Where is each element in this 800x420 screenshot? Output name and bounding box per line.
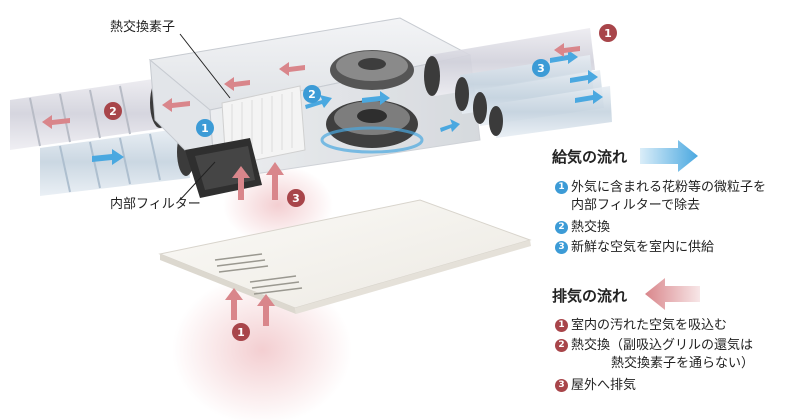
supply-flow-title: 給気の流れ bbox=[552, 148, 628, 166]
svg-text:3: 3 bbox=[537, 62, 545, 75]
svg-text:1: 1 bbox=[237, 326, 245, 339]
supply-item-1-line-2: 内部フィルターで除去 bbox=[571, 198, 700, 213]
svg-text:3: 3 bbox=[292, 192, 300, 205]
svg-text:2: 2 bbox=[109, 105, 117, 118]
exhaust-item-2-line-1: 熱交換（副吸込グリルの還気は bbox=[571, 338, 754, 353]
marker-red-1-bottom: 1 bbox=[232, 323, 250, 341]
marker-red-1-top: 1 bbox=[599, 24, 617, 42]
svg-text:2: 2 bbox=[308, 88, 316, 101]
supply-item-3-line-1: 新鮮な空気を室内に供給 bbox=[571, 240, 715, 255]
supply-item-1: 1 外気に含まれる花粉等の微粒子を 内部フィルターで除去 bbox=[555, 179, 766, 215]
marker-red-2: 3 bbox=[287, 189, 305, 207]
marker-blue-2: 2 bbox=[303, 85, 321, 103]
supply-badge-2: 2 bbox=[555, 221, 568, 234]
heat-exchange-element-label: 熱交換素子 bbox=[110, 20, 176, 35]
svg-text:1: 1 bbox=[604, 27, 612, 40]
exhaust-glow-lower bbox=[172, 275, 352, 420]
exhaust-item-1: 1 室内の汚れた空気を吸込む bbox=[555, 317, 727, 335]
exhaust-item-3-line-1: 屋外へ排気 bbox=[571, 378, 637, 393]
exhaust-item-1-line-1: 室内の汚れた空気を吸込む bbox=[571, 318, 728, 333]
supply-badge-3: 3 bbox=[555, 241, 568, 254]
supply-item-3: 3 新鮮な空気を室内に供給 bbox=[555, 239, 714, 257]
internal-filter-leader-line bbox=[179, 161, 216, 201]
exhaust-badge-1: 1 bbox=[555, 319, 568, 332]
supply-badge-1: 1 bbox=[555, 181, 568, 194]
svg-text:1: 1 bbox=[201, 122, 209, 135]
exhaust-badge-3: 3 bbox=[555, 379, 568, 392]
supply-legend-arrow-icon bbox=[640, 140, 698, 172]
heat-exchange-leader-line bbox=[179, 33, 231, 99]
supply-item-1-line-1: 外気に含まれる花粉等の微粒子を bbox=[571, 180, 767, 195]
ceiling-grille-panel bbox=[158, 199, 532, 314]
exhaust-item-2-line-2: 熱交換素子を通らない） bbox=[611, 356, 755, 371]
exhaust-badge-2: 2 bbox=[555, 339, 568, 352]
marker-blue-1: 1 bbox=[196, 119, 214, 137]
marker-blue-3: 3 bbox=[532, 59, 550, 77]
exhaust-flow-title: 排気の流れ bbox=[552, 287, 628, 305]
exhaust-item-2: 2 熱交換（副吸込グリルの還気は 熱交換素子を通らない） bbox=[555, 337, 754, 373]
fan-upper-icon bbox=[330, 50, 414, 90]
internal-filter-label: 内部フィルター bbox=[110, 197, 201, 212]
marker-red-3-left: 2 bbox=[104, 102, 122, 120]
supply-item-2-line-1: 熱交換 bbox=[571, 220, 611, 235]
exhaust-legend-arrow-icon bbox=[645, 278, 700, 310]
exhaust-flow-arrows bbox=[42, 43, 580, 326]
exhaust-item-3: 3 屋外へ排気 bbox=[555, 377, 636, 395]
supply-item-2: 2 熱交換 bbox=[555, 219, 610, 237]
fan-lower-icon bbox=[320, 100, 424, 154]
